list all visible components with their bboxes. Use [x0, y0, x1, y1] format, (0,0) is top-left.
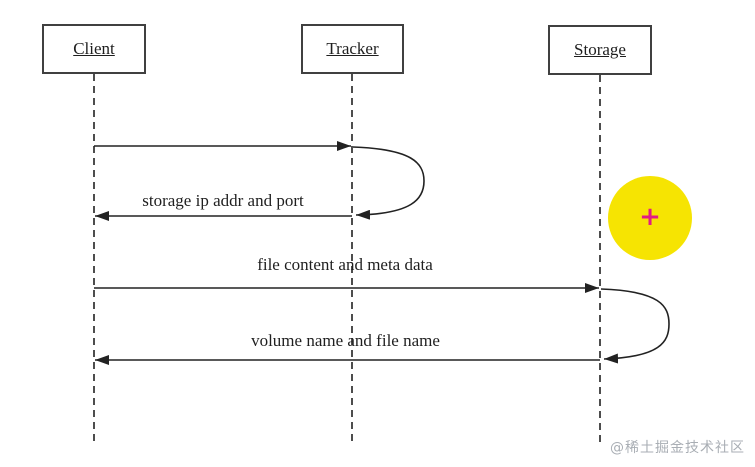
actor-label-tracker: Tracker: [326, 39, 379, 58]
watermark: @稀土掘金技术社区: [610, 440, 745, 456]
plus-marker: +: [639, 202, 661, 232]
actor-box-client: Client: [42, 24, 146, 74]
message-label-storage-reply: volume name and file name: [251, 331, 440, 350]
message-label-tracker-reply: storage ip addr and port: [142, 191, 304, 210]
storage-processing-arc: [600, 288, 670, 364]
actor-label-storage: Storage: [574, 40, 626, 59]
actor-box-tracker: Tracker: [301, 24, 404, 74]
tracker-processing-arc: [352, 146, 425, 220]
highlight-circle: +: [608, 176, 692, 260]
message-label-storage-request: file content and meta data: [257, 255, 433, 274]
actor-label-client: Client: [73, 39, 115, 58]
actor-box-storage: Storage: [548, 25, 652, 75]
